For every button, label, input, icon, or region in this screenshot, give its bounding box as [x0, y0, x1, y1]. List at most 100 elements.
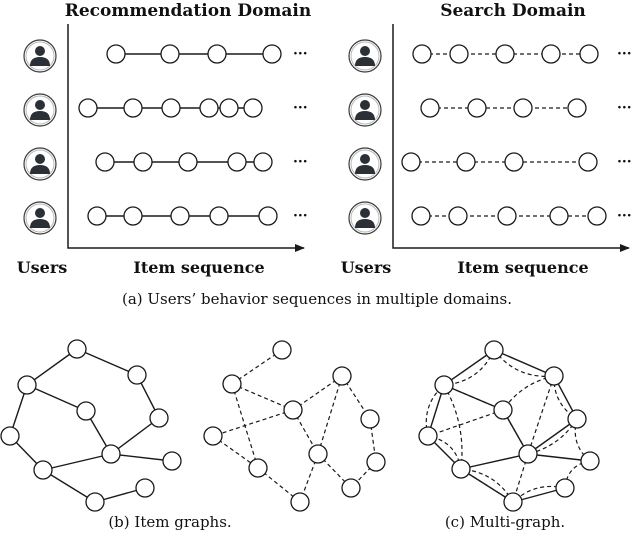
graph-node: [418, 426, 438, 446]
graph-edge: [231, 383, 294, 411]
item-graphs: [0, 339, 600, 512]
user-avatar-icon: [348, 201, 382, 235]
item-node: [412, 44, 432, 64]
graph-edge: [26, 348, 78, 386]
graph-node: [493, 400, 513, 420]
graph-node: [76, 401, 96, 421]
graph-node: [518, 444, 538, 464]
search-users-label: Users: [341, 258, 392, 277]
rec-sequence-row: ···: [87, 206, 308, 226]
graph-edge: [110, 417, 160, 455]
search-sequence-row: ···: [412, 44, 632, 64]
ellipsis: ···: [293, 100, 308, 116]
item-node: [258, 206, 278, 226]
item-node: [253, 152, 273, 172]
user-avatar-icon: [23, 39, 57, 73]
graph-node: [149, 408, 169, 428]
graph-node: [332, 366, 352, 386]
graph-node: [555, 478, 575, 498]
caption-c: (c) Multi-graph.: [445, 513, 565, 531]
ellipsis: ···: [617, 154, 632, 170]
graph-edge: [460, 453, 529, 470]
graph-node: [222, 374, 242, 394]
item-node: [243, 98, 263, 118]
item-node: [456, 152, 476, 172]
graph-node: [360, 409, 380, 429]
item-node: [504, 152, 524, 172]
graph-node: [0, 426, 20, 446]
item-node: [95, 152, 115, 172]
search-axis: [392, 24, 630, 252]
item-node: [262, 44, 282, 64]
item-node: [411, 206, 431, 226]
item-node: [579, 44, 599, 64]
graph-edge: [110, 453, 173, 462]
search-item-sequence-label: Item sequence: [457, 258, 588, 277]
item-node: [160, 44, 180, 64]
item-node: [87, 206, 107, 226]
search-sequence-row: ···: [401, 152, 632, 172]
item-node: [495, 44, 515, 64]
rec-sequence-row: ···: [78, 98, 308, 118]
item-node: [448, 206, 468, 226]
graph-edge: [527, 453, 591, 462]
graph-edge: [493, 349, 555, 377]
recommendation-domain-title: Recommendation Domain: [65, 1, 312, 21]
rec-sequence-row: ···: [106, 44, 308, 64]
graph-node: [290, 492, 310, 512]
item-graph-dashed: [203, 340, 386, 512]
graph-node: [544, 366, 564, 386]
item-node: [178, 152, 198, 172]
multi-graph: [418, 340, 600, 512]
graph-edge: [443, 384, 504, 411]
graph-node: [567, 409, 587, 429]
user-avatar-icon: [23, 93, 57, 127]
graph-node: [101, 444, 121, 464]
graph-edge: [231, 349, 283, 385]
item-sequences: ························: [78, 44, 632, 226]
graph-edge: [527, 375, 555, 455]
graph-edge: [527, 418, 578, 455]
graph-node: [366, 452, 386, 472]
item-node: [78, 98, 98, 118]
item-node: [587, 206, 607, 226]
graph-edge: [460, 468, 514, 503]
ellipsis: ···: [293, 46, 308, 62]
graph-edge: [42, 453, 112, 471]
graph-node: [67, 339, 87, 359]
graph-node: [341, 478, 361, 498]
ellipsis: ···: [617, 100, 632, 116]
graph-node: [434, 375, 454, 395]
graph-node: [308, 444, 328, 464]
graph-edge: [231, 383, 259, 469]
graph-edge: [76, 348, 138, 376]
ellipsis: ···: [293, 154, 308, 170]
ellipsis: ···: [617, 46, 632, 62]
graph-node: [503, 492, 523, 512]
item-node: [541, 44, 561, 64]
caption-a: (a) Users’ behavior sequences in multipl…: [122, 290, 512, 308]
item-node: [227, 152, 247, 172]
item-node: [420, 98, 440, 118]
rec-users-label: Users: [17, 258, 68, 277]
rec-axis: [67, 24, 305, 252]
graph-node: [33, 460, 53, 480]
search-sequence-row: ···: [420, 98, 632, 118]
search-domain-title: Search Domain: [440, 1, 586, 21]
graph-node: [484, 340, 504, 360]
item-node: [207, 44, 227, 64]
graph-node: [17, 375, 37, 395]
item-node: [567, 98, 587, 118]
user-avatar-icon: [23, 147, 57, 181]
panel-a: Recommendation Domain Search Domain User…: [17, 1, 632, 308]
item-node: [578, 152, 598, 172]
ellipsis: ···: [293, 208, 308, 224]
graph-edge: [212, 409, 294, 437]
item-node: [449, 44, 469, 64]
graph-edge: [42, 469, 96, 503]
rec-item-sequence-label: Item sequence: [133, 258, 264, 277]
graph-edge: [26, 384, 87, 412]
graph-node: [580, 451, 600, 471]
graph-node: [127, 365, 147, 385]
user-avatar-icon: [348, 39, 382, 73]
